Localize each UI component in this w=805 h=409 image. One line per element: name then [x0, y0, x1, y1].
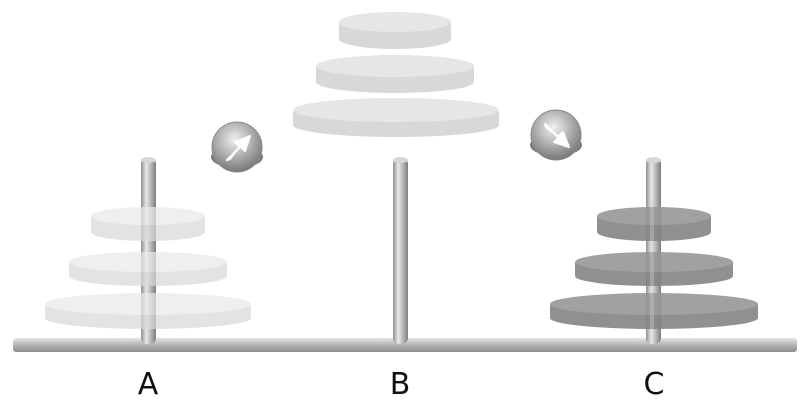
rod-b [393, 158, 408, 344]
disk-stack-c [550, 207, 758, 329]
disk-a-small [91, 207, 205, 241]
disk-stack-a [45, 207, 251, 329]
disk-c-small [597, 207, 711, 241]
disk-b-small [339, 12, 451, 49]
disk-a-medium [69, 252, 227, 286]
arrow-down-right-icon [530, 109, 582, 161]
disk-b-medium [316, 55, 474, 93]
disk-c-large [550, 293, 758, 329]
peg-label-a: A [138, 367, 159, 402]
base-bar [13, 338, 797, 352]
arrow-up-right-icon [211, 121, 263, 173]
disk-a-large [45, 293, 251, 329]
disk-stack-b-lifted [293, 12, 499, 137]
disk-c-medium [575, 252, 733, 286]
disk-b-large [293, 98, 499, 137]
peg-label-b: B [390, 367, 411, 402]
peg-label-c: C [644, 367, 665, 402]
peg-b [393, 157, 408, 344]
